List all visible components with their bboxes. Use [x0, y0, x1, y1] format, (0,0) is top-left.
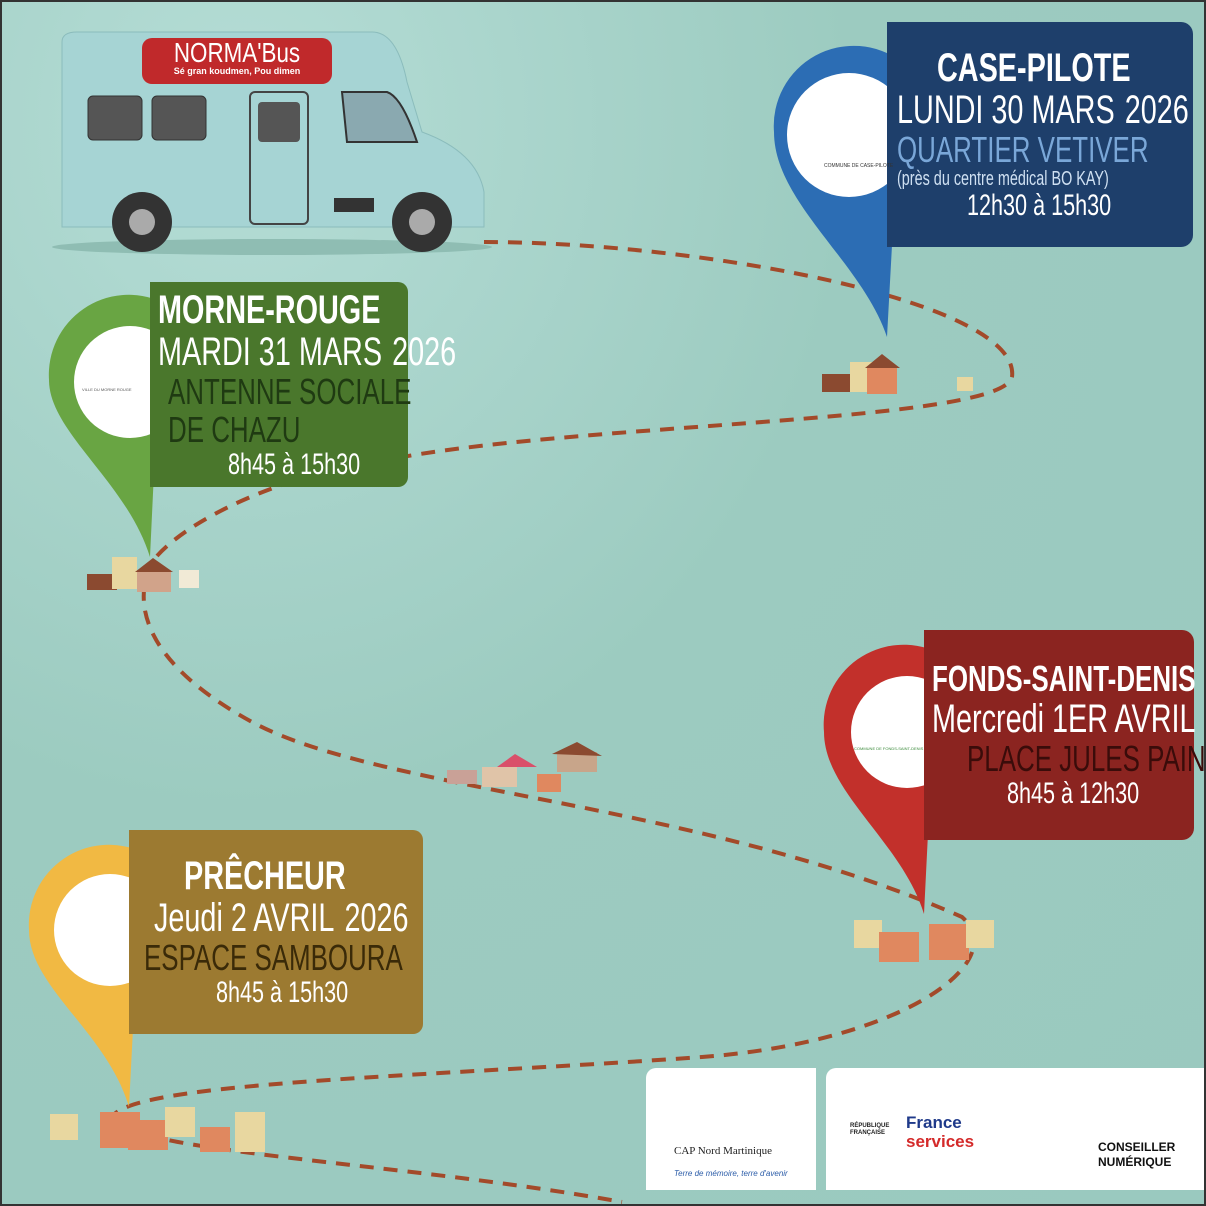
cap-nord-tagline: Terre de mémoire, terre d'avenir	[674, 1169, 788, 1178]
conseiller-line1: CONSEILLER	[1098, 1140, 1176, 1154]
stop-hours: 12h30 à 15h30	[967, 189, 1112, 223]
stop-year: 2026	[392, 329, 457, 374]
cap-nord-name: CAP Nord Martinique	[674, 1145, 772, 1157]
bus-slogan: Sé gran koudmen, Pou dimen	[173, 66, 301, 76]
stop-place: QUARTIER VETIVER	[897, 129, 1149, 171]
stop-date-row: Jeudi 2 AVRIL 2026	[154, 896, 409, 941]
stop-date: Jeudi 2 AVRIL	[154, 896, 335, 941]
stop-hours: 8h45 à 12h30	[1007, 777, 1140, 811]
stop-hours: 8h45 à 15h30	[216, 976, 349, 1010]
france-services-1: France	[906, 1113, 962, 1132]
stop-card-morne-rouge: MORNE-ROUGE MARDI 31 MARS 2026 ANTENNE S…	[150, 282, 456, 487]
stop-city: MORNE-ROUGE	[158, 287, 381, 332]
stop-place: ANTENNE SOCIALE	[168, 370, 412, 412]
partners-panel: RÉPUBLIQUE FRANÇAISE France services ALL…	[826, 1068, 1204, 1190]
stop-place: ESPACE SAMBOURA	[144, 937, 403, 979]
stop-card-case-pilote: CASE-PILOTE LUNDI 30 MARS 2026 QUARTIER …	[887, 22, 1193, 247]
stop-date-row: LUNDI 30 MARS 2026	[897, 89, 1189, 131]
stop-date: LUNDI 30 MARS	[897, 88, 1115, 133]
conseiller-line2: NUMÉRIQUE	[1098, 1155, 1172, 1169]
republique-francaise: RÉPUBLIQUE FRANÇAISE	[850, 1123, 890, 1136]
stop-place: PLACE JULES PAIN	[967, 738, 1206, 780]
stop-year: 2026	[344, 896, 409, 941]
bus-sign: NORMA'Bus Sé gran koudmen, Pou dimen	[142, 38, 332, 84]
stop-card-precheur: PRÊCHEUR Jeudi 2 AVRIL 2026 ESPACE SAMBO…	[129, 830, 423, 1034]
stop-year: 2026	[1124, 88, 1189, 133]
stop-card-fonds-saint-denis: FONDS-SAINT-DENIS Mercredi 1ER AVRIL 202…	[924, 630, 1206, 840]
stop-date: MARDI 31 MARS	[158, 329, 383, 374]
stop-hours: 8h45 à 15h30	[228, 447, 361, 481]
bus-name: NORMA'Bus	[173, 37, 301, 68]
stop-city: CASE-PILOTE	[937, 46, 1131, 91]
stop-city: PRÊCHEUR	[184, 854, 346, 899]
stop-city: FONDS-SAINT-DENIS	[932, 658, 1196, 700]
houses	[50, 354, 994, 1152]
fonds-saint-denis-logo: COMMUNE DE FONDS-SAINT-DENIS	[854, 746, 924, 751]
stop-date: Mercredi 1ER AVRIL	[932, 697, 1196, 742]
cap-nord-panel: CAP Nord Martinique Terre de mémoire, te…	[646, 1068, 816, 1190]
stop-place-2: DE CHAZU	[168, 408, 301, 450]
caf-line1: ALLOCATIONS	[1004, 1150, 1060, 1159]
stop-date-row: Mercredi 1ER AVRIL 2026	[932, 698, 1196, 740]
case-pilote-logo: COMMUNE DE CASE-PILOTE	[824, 163, 894, 169]
caf-line2: FAMILIALES	[1010, 1161, 1056, 1170]
morne-rouge-logo: VILLE DU MORNE ROUGE	[82, 387, 132, 392]
stop-place-detail: (près du centre médical BO KAY)	[897, 168, 1109, 191]
dashed-route	[109, 240, 1015, 1204]
france-services-2: services	[906, 1132, 975, 1151]
stop-date-row: MARDI 31 MARS 2026	[158, 331, 456, 373]
